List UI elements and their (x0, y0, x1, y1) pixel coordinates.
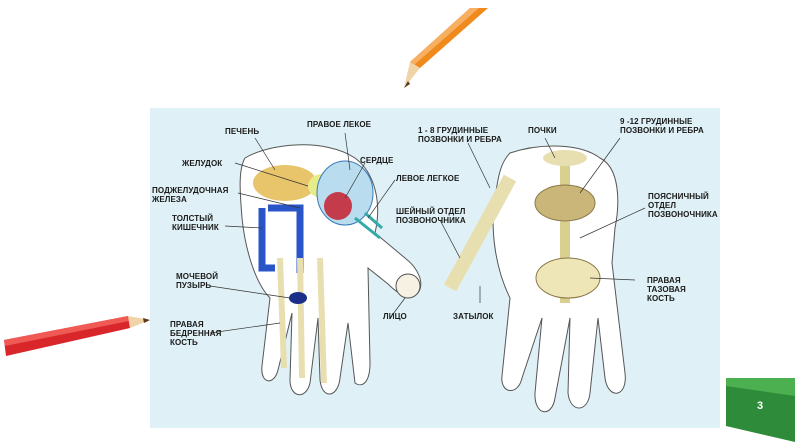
face-region (396, 274, 420, 298)
bladder-region (289, 292, 307, 304)
label-right-lung: ПРАВОЕ ЛЕКОЕ (307, 120, 371, 129)
liver-region (253, 165, 317, 201)
slide-number: 3 (750, 400, 770, 412)
label-pelvic-bone: ПРАВАЯ ТАЗОВАЯ КОСТЬ (647, 276, 686, 303)
label-large-intestine: ТОЛСТЫЙ КИШЕЧНИК (172, 214, 219, 232)
label-left-lung: ЛЕВОЕ ЛЕГКОЕ (396, 174, 459, 183)
label-face: ЛИЦО (383, 312, 407, 321)
label-liver: ПЕЧЕНЬ (225, 127, 259, 136)
label-cervical-spine: ШЕЙНЫЙ ОТДЕЛ ПОЗВОНОЧНИКА (396, 207, 466, 225)
label-lumbar-spine: ПОЯСНИЧНЫЙ ОТДЕЛ ПОЗВОНОЧНИКА (648, 192, 718, 219)
label-femur: ПРАВАЯ БЕДРЕННАЯ КОСТЬ (170, 320, 221, 347)
hands-illustration (150, 108, 720, 428)
label-pancreas: ПОДЖЕЛУДОЧНАЯ ЖЕЛЕЗА (152, 186, 228, 204)
label-heart: СЕРДЦЕ (360, 156, 393, 165)
label-thoracic-1-8: 1 - 8 ГРУДИННЫЕ ПОЗВОНКИ И РЕБРА (418, 126, 502, 144)
kidneys-region (543, 150, 587, 166)
label-bladder: МОЧЕВОЙ ПУЗЫРЬ (176, 272, 218, 290)
label-kidneys: ПОЧКИ (528, 126, 557, 135)
hand-diagram: ПЕЧЕНЬ ПРАВОЕ ЛЕКОЕ СЕРДЦЕ ЖЕЛУДОК ПОДЖЕ… (150, 108, 720, 428)
ribs-region (535, 185, 595, 221)
label-occiput: ЗАТЫЛОК (453, 312, 494, 321)
label-stomach: ЖЕЛУДОК (182, 159, 222, 168)
label-thoracic-9-12: 9 -12 ГРУДИННЫЕ ПОЗВОНКИ И РЕБРА (620, 117, 704, 135)
heart-region (324, 192, 352, 220)
